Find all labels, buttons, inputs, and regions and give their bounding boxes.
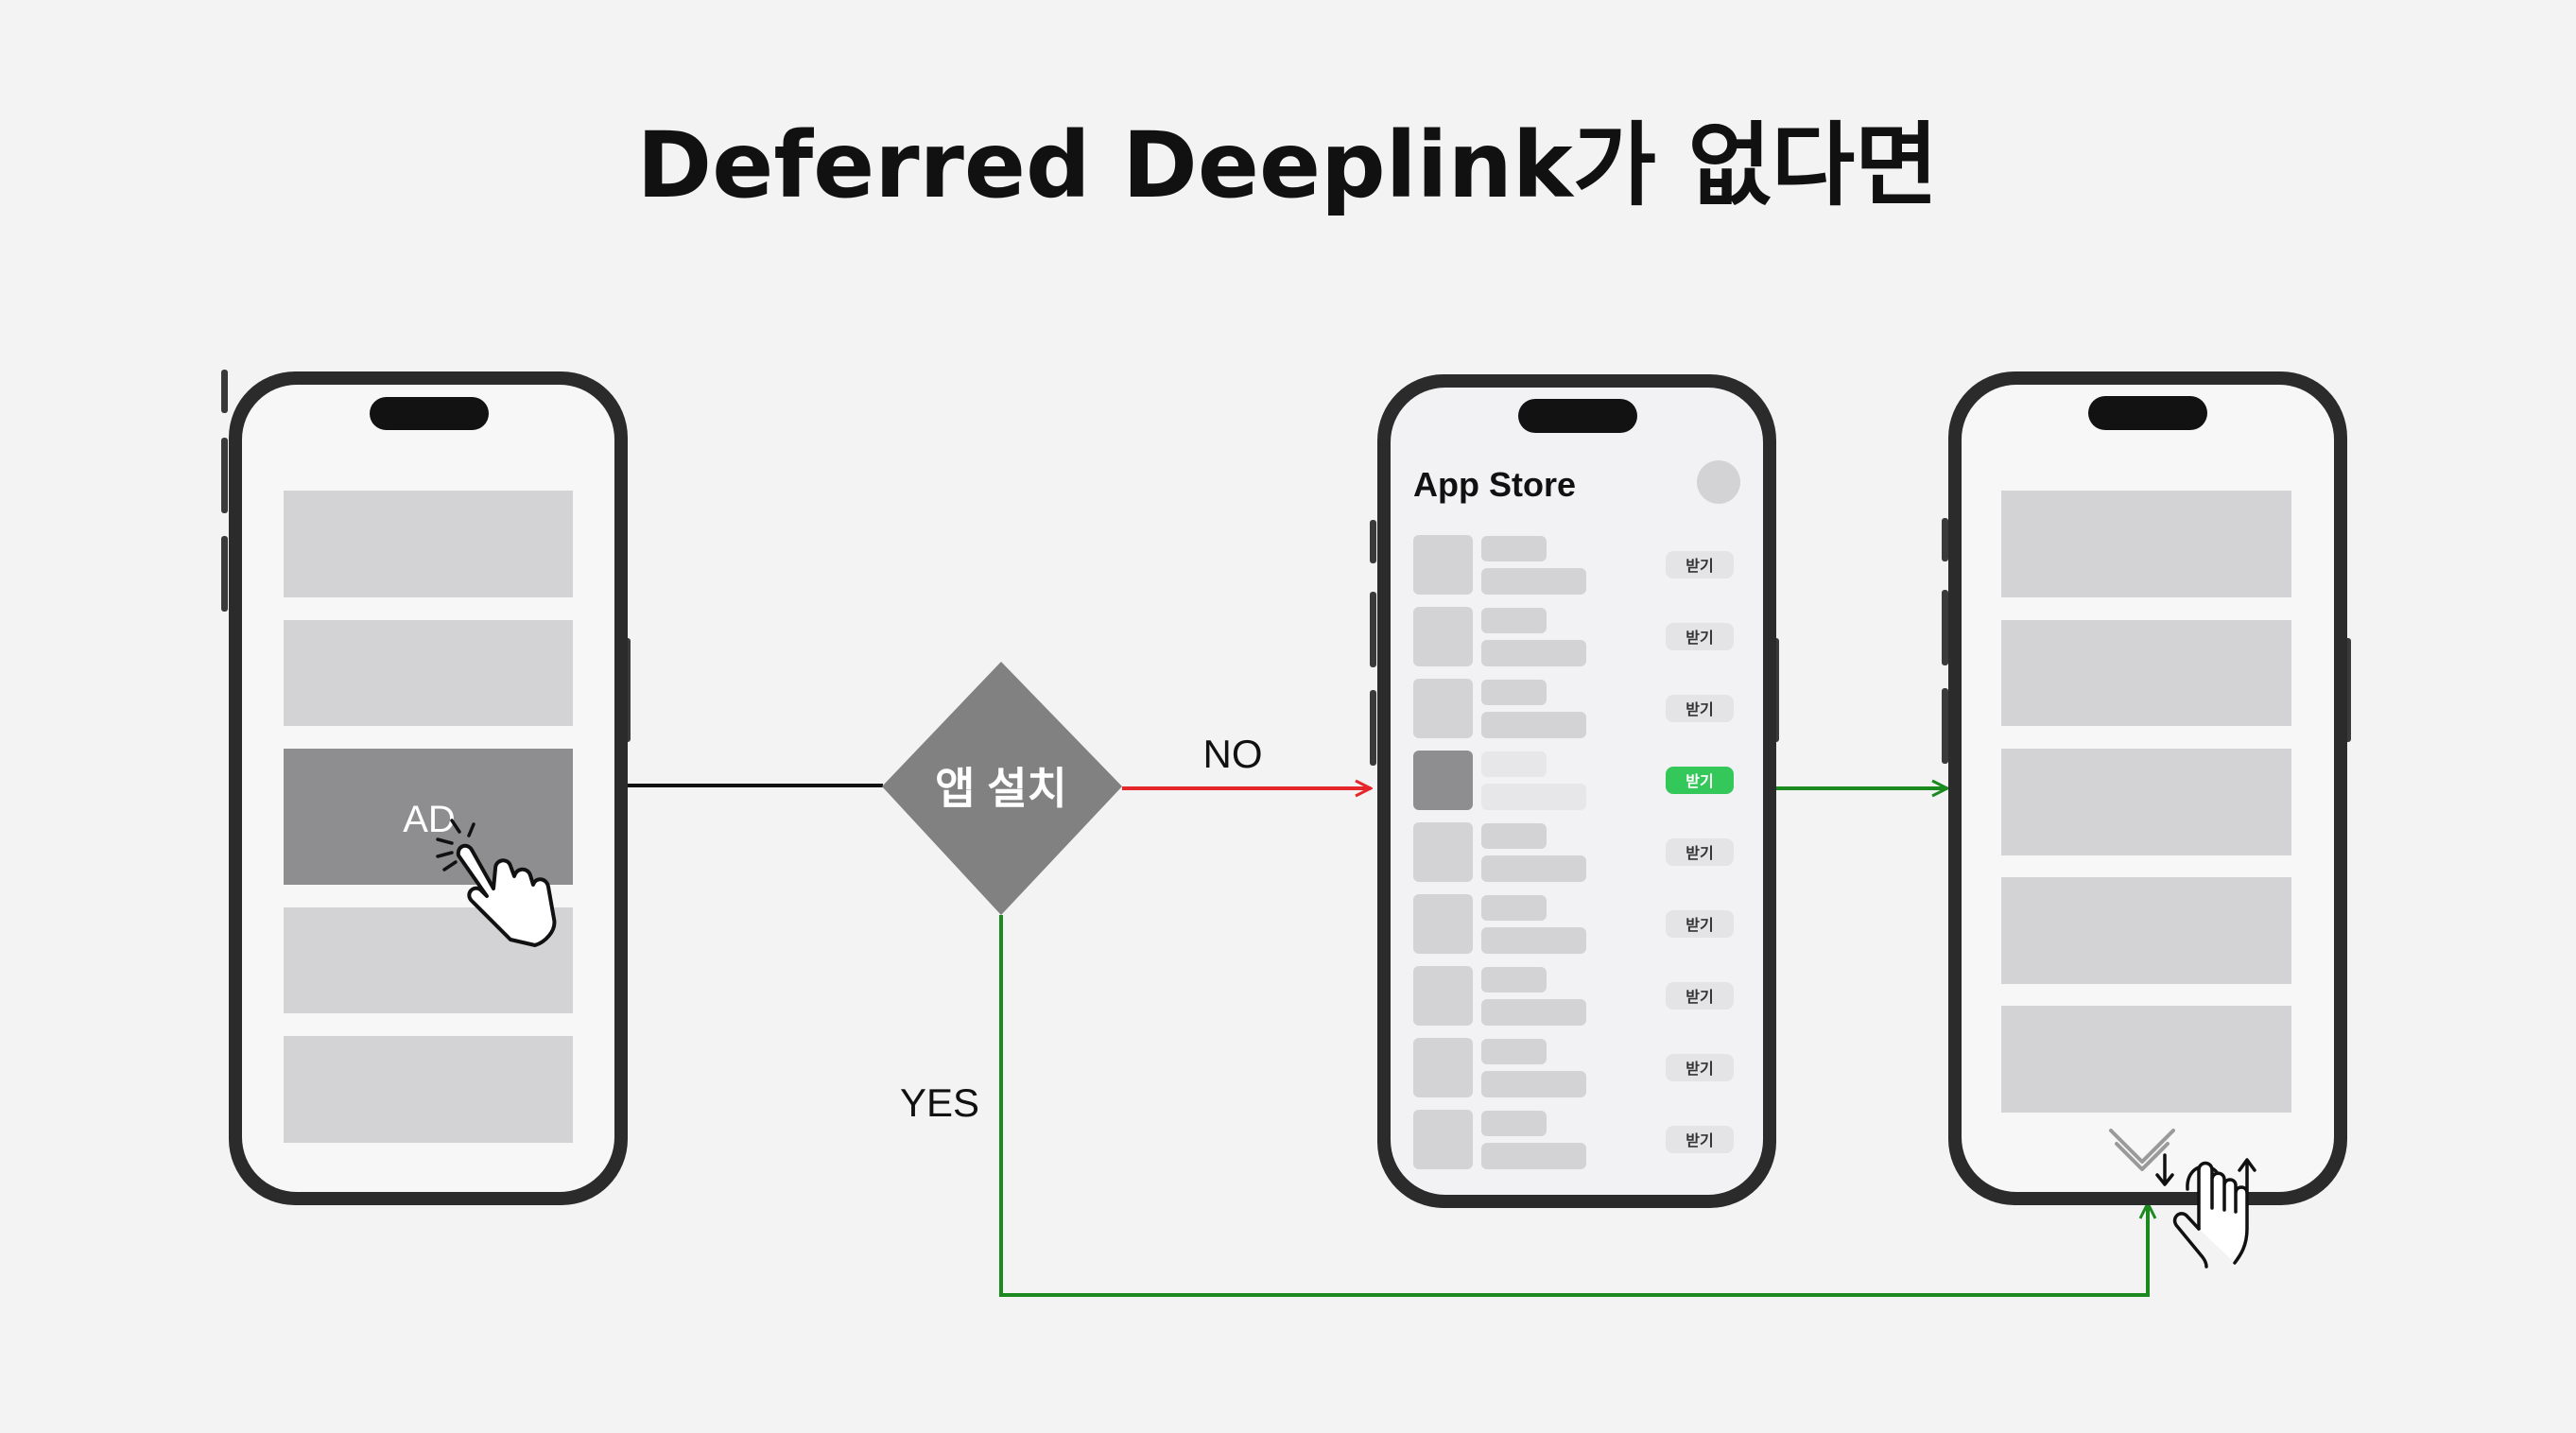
get-button[interactable]: 받기 (1666, 838, 1734, 866)
app-list-item[interactable]: 받기 (1413, 966, 1734, 1026)
app-list-item[interactable]: 받기 (1413, 1110, 1734, 1169)
get-button[interactable]: 받기 (1666, 1054, 1734, 1081)
content-placeholder (2001, 1006, 2291, 1113)
content-placeholder (2001, 877, 2291, 984)
content-placeholder (2001, 620, 2291, 726)
phone-app-home (1942, 371, 2351, 1269)
ad-label: AD (403, 799, 456, 840)
content-placeholder (284, 620, 573, 726)
app-icon-placeholder (1413, 894, 1473, 954)
app-subtitle-placeholder (1481, 712, 1586, 738)
app-icon-placeholder (1413, 822, 1473, 882)
app-list-item[interactable]: 받기 (1413, 535, 1734, 595)
get-button[interactable]: 받기 (1666, 695, 1734, 722)
profile-avatar[interactable] (1697, 460, 1740, 504)
app-list-item[interactable]: 받기 (1413, 679, 1734, 738)
app-subtitle-placeholder (1481, 1071, 1586, 1097)
phone-ad-screen: AD (221, 370, 631, 1205)
dynamic-island (2088, 396, 2207, 430)
app-icon-placeholder (1413, 1110, 1473, 1169)
get-button-label: 받기 (1686, 1131, 1713, 1149)
content-placeholder (284, 1036, 573, 1143)
app-name-placeholder (1481, 1111, 1547, 1136)
app-subtitle-placeholder (1481, 1143, 1586, 1169)
app-subtitle-placeholder (1481, 855, 1586, 882)
yes-arrow (999, 915, 2148, 1297)
get-button-label: 받기 (1686, 700, 1713, 718)
app-list-item[interactable]: 받기 (1413, 894, 1734, 954)
get-button-label: 받기 (1686, 988, 1713, 1006)
app-icon-placeholder (1413, 607, 1473, 666)
get-button-label: 받기 (1686, 629, 1713, 647)
app-list-item[interactable]: 받기 (1413, 751, 1734, 810)
app-list-item[interactable]: 받기 (1413, 822, 1734, 882)
decision-diamond (882, 662, 1122, 915)
app-store-title: App Store (1413, 465, 1576, 504)
ad-banner[interactable] (284, 749, 573, 885)
scroll-swipe-icon (2109, 1129, 2256, 1269)
app-list-item[interactable]: 받기 (1413, 607, 1734, 666)
dynamic-island (1518, 399, 1637, 433)
app-name-placeholder (1481, 680, 1547, 705)
dynamic-island (370, 397, 489, 430)
app-subtitle-placeholder (1481, 568, 1586, 595)
content-placeholder (2001, 491, 2291, 597)
yes-label: YES (900, 1080, 979, 1125)
get-button-label: 받기 (1686, 916, 1713, 934)
app-icon-placeholder (1413, 966, 1473, 1026)
get-button-label: 받기 (1686, 1060, 1713, 1078)
content-placeholder (2001, 749, 2291, 855)
get-button[interactable]: 받기 (1666, 1126, 1734, 1153)
app-icon-placeholder (1413, 1038, 1473, 1097)
page-title: Deferred Deeplink가 없다면 (637, 112, 1939, 218)
app-icon-placeholder (1413, 751, 1473, 810)
get-button[interactable]: 받기 (1666, 910, 1734, 938)
app-subtitle-placeholder (1481, 927, 1586, 954)
app-name-placeholder (1481, 895, 1547, 921)
get-button-label: 받기 (1686, 557, 1713, 575)
app-subtitle-placeholder (1481, 640, 1586, 666)
app-name-placeholder (1481, 1039, 1547, 1064)
get-button-label: 받기 (1686, 844, 1713, 862)
app-subtitle-placeholder (1481, 784, 1586, 810)
app-name-placeholder (1481, 536, 1547, 561)
app-name-placeholder (1481, 823, 1547, 849)
get-button[interactable]: 받기 (1666, 982, 1734, 1010)
get-button[interactable]: 받기 (1666, 623, 1734, 650)
decision-label: 앱 설치 (935, 764, 1067, 813)
hand-tap-icon (436, 819, 557, 947)
app-icon-placeholder (1413, 535, 1473, 595)
app-name-placeholder (1481, 751, 1547, 777)
content-placeholder (284, 491, 573, 597)
app-subtitle-placeholder (1481, 999, 1586, 1026)
app-icon-placeholder (1413, 679, 1473, 738)
no-label: NO (1203, 732, 1263, 776)
app-name-placeholder (1481, 967, 1547, 993)
get-button[interactable]: 받기 (1666, 551, 1734, 578)
app-list-item[interactable]: 받기 (1413, 1038, 1734, 1097)
get-button-label: 받기 (1686, 772, 1713, 790)
get-button-highlighted[interactable]: 받기 (1666, 767, 1734, 794)
app-name-placeholder (1481, 608, 1547, 633)
